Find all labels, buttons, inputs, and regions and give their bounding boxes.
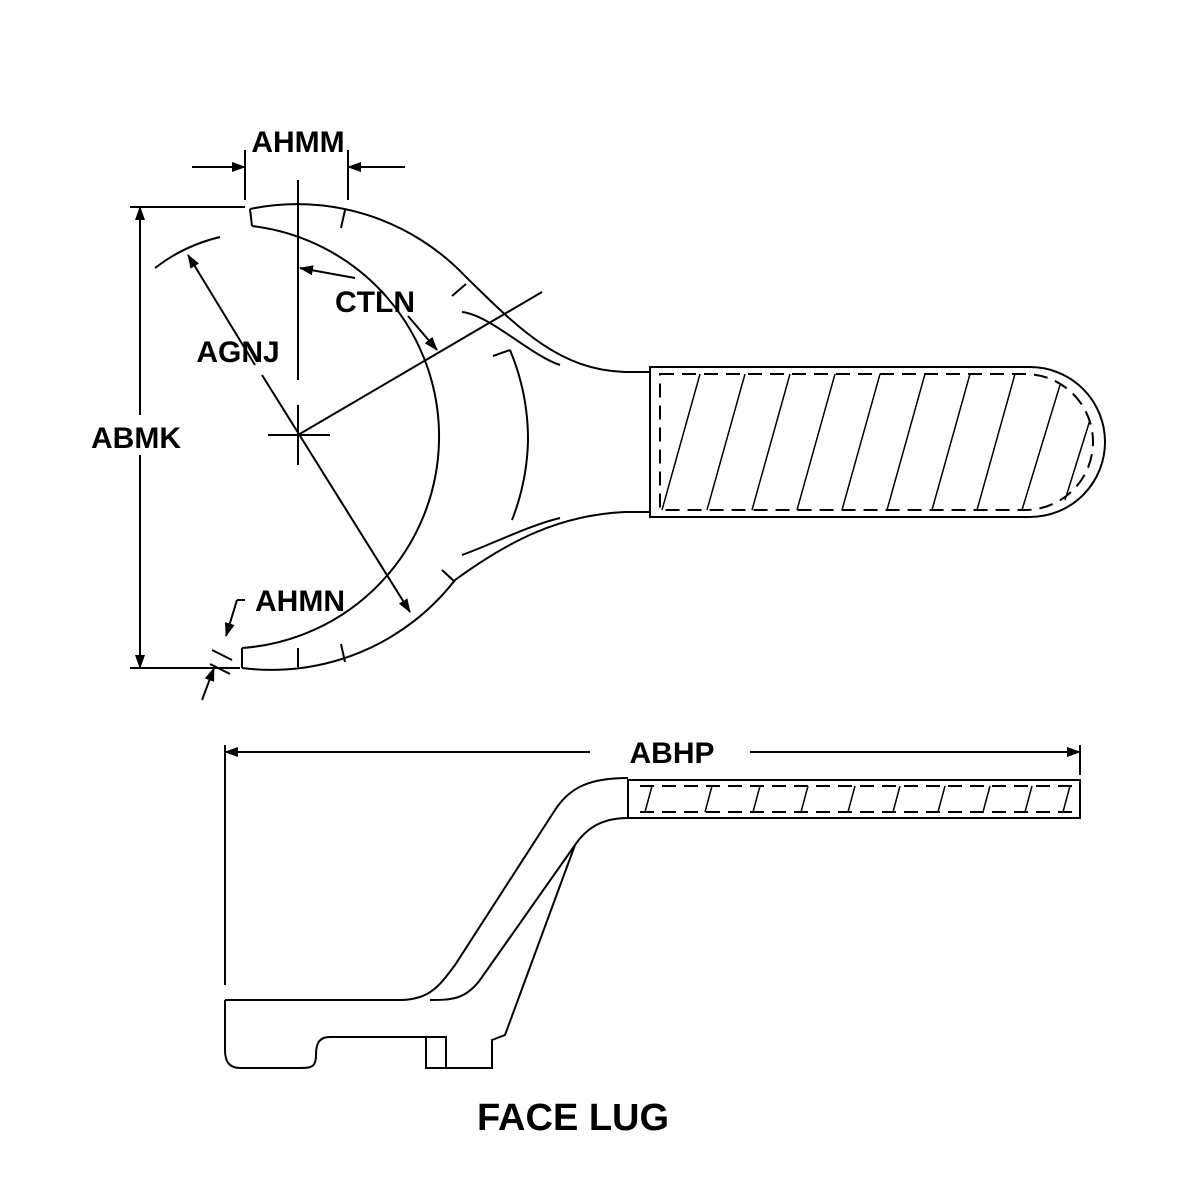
side-handle <box>627 779 1081 819</box>
label-ctln: CTLN <box>335 286 415 319</box>
label-ahmn: AHMN <box>255 585 345 618</box>
spanner-top-view <box>241 203 1106 671</box>
spanner-side-view: ABHP <box>224 737 1081 1069</box>
dimension-ahmn: AHMN <box>201 585 345 701</box>
label-abhp: ABHP <box>629 737 714 770</box>
label-agnj: AGNJ <box>196 336 279 369</box>
dimension-ctln: CTLN <box>297 265 543 436</box>
label-ahmm: AHMM <box>251 126 344 159</box>
dimension-agnj: AGNJ <box>154 236 411 613</box>
dimension-abmk: ABMK <box>80 206 245 669</box>
label-abmk: ABMK <box>91 422 181 455</box>
dimension-ahmm: AHMM <box>192 126 405 200</box>
handle-outline <box>649 366 1106 518</box>
handle-knurl <box>661 373 1091 511</box>
drawing-title: FACE LUG <box>477 1097 669 1139</box>
